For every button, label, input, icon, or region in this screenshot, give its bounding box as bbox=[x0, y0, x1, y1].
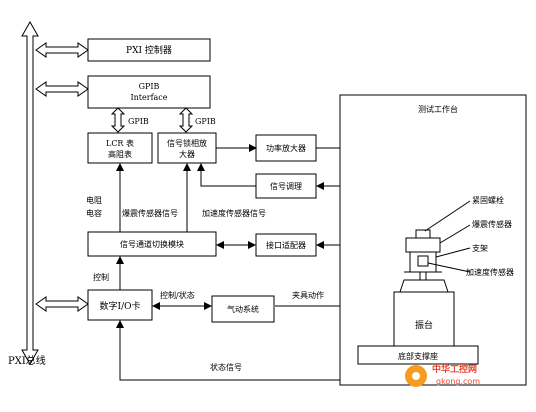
accel-sensor-label: 加速度传感器 bbox=[466, 267, 514, 277]
arrow-status-feedback bbox=[116, 320, 340, 381]
gpib-link-lockin bbox=[178, 107, 194, 133]
callout-bracket bbox=[435, 247, 471, 258]
lcr-label-1: LCR 表 bbox=[106, 138, 134, 148]
lcr-label-2: 高阻表 bbox=[108, 149, 132, 159]
accel-sensor-shape bbox=[417, 255, 429, 267]
control-status-label: 控制/状态 bbox=[160, 290, 195, 300]
lockin-amp-label-2: 大器 bbox=[179, 149, 195, 159]
pneumatic-block bbox=[211, 295, 275, 323]
gpib-link-lcr bbox=[110, 107, 126, 133]
pxi-bus bbox=[21, 20, 39, 366]
accel-sensor-signal-label: 加速度传感器信号 bbox=[202, 208, 266, 218]
interface-adapter-label: 接口适配器 bbox=[266, 240, 306, 250]
gpib-interface-label-1: GPIB bbox=[139, 82, 160, 91]
gpib-left-label: GPIB bbox=[128, 117, 149, 126]
gpib-interface-block bbox=[87, 75, 211, 109]
callout-clamp-bolt bbox=[424, 200, 471, 232]
power-amp-block bbox=[255, 134, 317, 162]
bus-link-digital-io bbox=[35, 296, 89, 312]
digital-io-label: 数字I/O卡 bbox=[100, 300, 141, 312]
fixture-action-label: 夹具动作 bbox=[292, 290, 324, 300]
clamp-bolt-label: 紧固螺栓 bbox=[472, 195, 504, 205]
shaker-label: 振台 bbox=[415, 319, 433, 331]
resistance-label: 电阻 bbox=[86, 195, 102, 205]
arrow-signalcond-to-lockin bbox=[197, 163, 256, 187]
capacitance-label: 电容 bbox=[86, 208, 102, 218]
test-bench-label: 测试工作台 bbox=[418, 104, 458, 114]
switch-module-block bbox=[87, 231, 217, 257]
watermark-url: gkong.com bbox=[436, 377, 480, 386]
status-signal-label: 状态信号 bbox=[210, 362, 242, 372]
bus-link-gpib-interface bbox=[35, 81, 89, 97]
callout-burst-sensor bbox=[439, 224, 471, 244]
lockin-amp-label-1: 信号锁相放 bbox=[167, 138, 207, 148]
gpib-right-label: GPIB bbox=[195, 117, 216, 126]
watermark: 中华工控网 gkong.com bbox=[405, 363, 480, 387]
test-fixture-drawing bbox=[393, 229, 455, 347]
watermark-cn: 中华工控网 bbox=[432, 363, 477, 375]
pxi-bus-label: PXI总线 bbox=[8, 354, 46, 367]
lcr-block bbox=[87, 132, 153, 164]
pxi-controller-label: PXI 控制器 bbox=[126, 44, 172, 56]
bracket-label: 支架 bbox=[472, 243, 488, 253]
base-support-block bbox=[357, 345, 479, 365]
shaker-body bbox=[393, 291, 455, 347]
base-support-label: 底部支撑座 bbox=[398, 351, 438, 361]
callout-accel-sensor bbox=[427, 262, 471, 273]
pxi-controller-block bbox=[87, 38, 211, 62]
burst-sensor-shape bbox=[405, 237, 441, 253]
switch-module-label: 信号通道切换模块 bbox=[120, 239, 184, 249]
power-amp-label: 功率放大器 bbox=[266, 143, 306, 153]
lockin-amp-block bbox=[157, 132, 217, 164]
burst-sensor-signal-label: 爆震传感器信号 bbox=[122, 208, 178, 218]
pneumatic-label: 气动系统 bbox=[227, 304, 259, 314]
signal-cond-label: 信号调理 bbox=[270, 181, 302, 191]
gpib-interface-label-2: Interface bbox=[130, 93, 167, 102]
bus-link-pxi-controller bbox=[35, 42, 89, 58]
burst-sensor-label: 爆震传感器 bbox=[472, 219, 512, 229]
control-label: 控制 bbox=[93, 272, 109, 282]
clamp-bolt-shape bbox=[415, 229, 431, 239]
